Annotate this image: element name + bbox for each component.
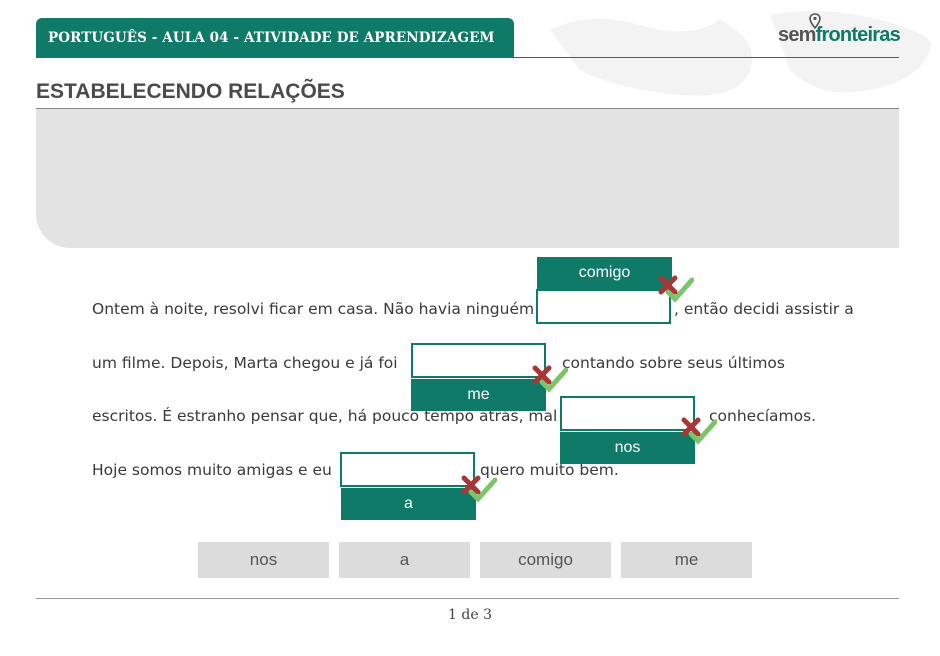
wrong-correct-mark-icon: [658, 275, 694, 303]
drop-target-blank-4[interactable]: [340, 452, 475, 487]
sentence-line-2-end: contando sobre seus últimos: [562, 354, 785, 372]
header-divider: [36, 57, 899, 58]
logo-text-sem: sem: [778, 24, 816, 46]
sentence-line-1-end: , então decidi assistir a: [674, 300, 854, 318]
brand-logo: semfronteiras: [778, 14, 901, 46]
section-title: ESTABELECENDO RELAÇÕES: [36, 80, 345, 103]
answer-tag-blank-4[interactable]: a: [341, 488, 476, 520]
sentence-line-1-start: Ontem à noite, resolvi ficar em casa. Nã…: [92, 300, 535, 318]
sentence-line-4-end: quero muito bem.: [480, 461, 619, 479]
wrong-correct-mark-icon: [681, 417, 717, 445]
sentence-line-3-start: escritos. É estranho pensar que, há pouc…: [92, 407, 558, 425]
drop-target-blank-1[interactable]: [536, 289, 671, 324]
sentence-line-3-end: conhecíamos.: [709, 407, 817, 425]
logo-text-fronteiras: fronteiras: [815, 24, 901, 46]
drop-target-blank-3[interactable]: [560, 396, 695, 431]
choice-button-me[interactable]: me: [621, 542, 752, 578]
footer-divider: [36, 598, 899, 599]
wrong-correct-mark-icon: [461, 475, 497, 503]
choice-button-a[interactable]: a: [339, 542, 470, 578]
wrong-correct-mark-icon: [532, 365, 568, 393]
instructions-panel: [36, 109, 899, 248]
page-indicator: 1 de 3: [448, 607, 492, 623]
location-pin-icon: [809, 13, 821, 29]
lesson-title: PORTUGUÊS - AULA 04 - ATIVIDADE DE APREN…: [48, 30, 495, 46]
answer-tag-blank-3[interactable]: nos: [560, 432, 695, 464]
section-divider: [36, 108, 899, 109]
choice-button-nos[interactable]: nos: [198, 542, 329, 578]
choice-button-comigo[interactable]: comigo: [480, 542, 611, 578]
sentence-line-4-start: Hoje somos muito amigas e eu: [92, 461, 332, 479]
drop-target-blank-2[interactable]: [411, 343, 546, 378]
answer-tag-blank-2[interactable]: me: [411, 379, 546, 411]
lesson-title-bar: PORTUGUÊS - AULA 04 - ATIVIDADE DE APREN…: [36, 18, 514, 58]
sentence-line-2-start: um filme. Depois, Marta chegou e já foi: [92, 354, 398, 372]
answer-tag-blank-1[interactable]: comigo: [537, 257, 672, 289]
